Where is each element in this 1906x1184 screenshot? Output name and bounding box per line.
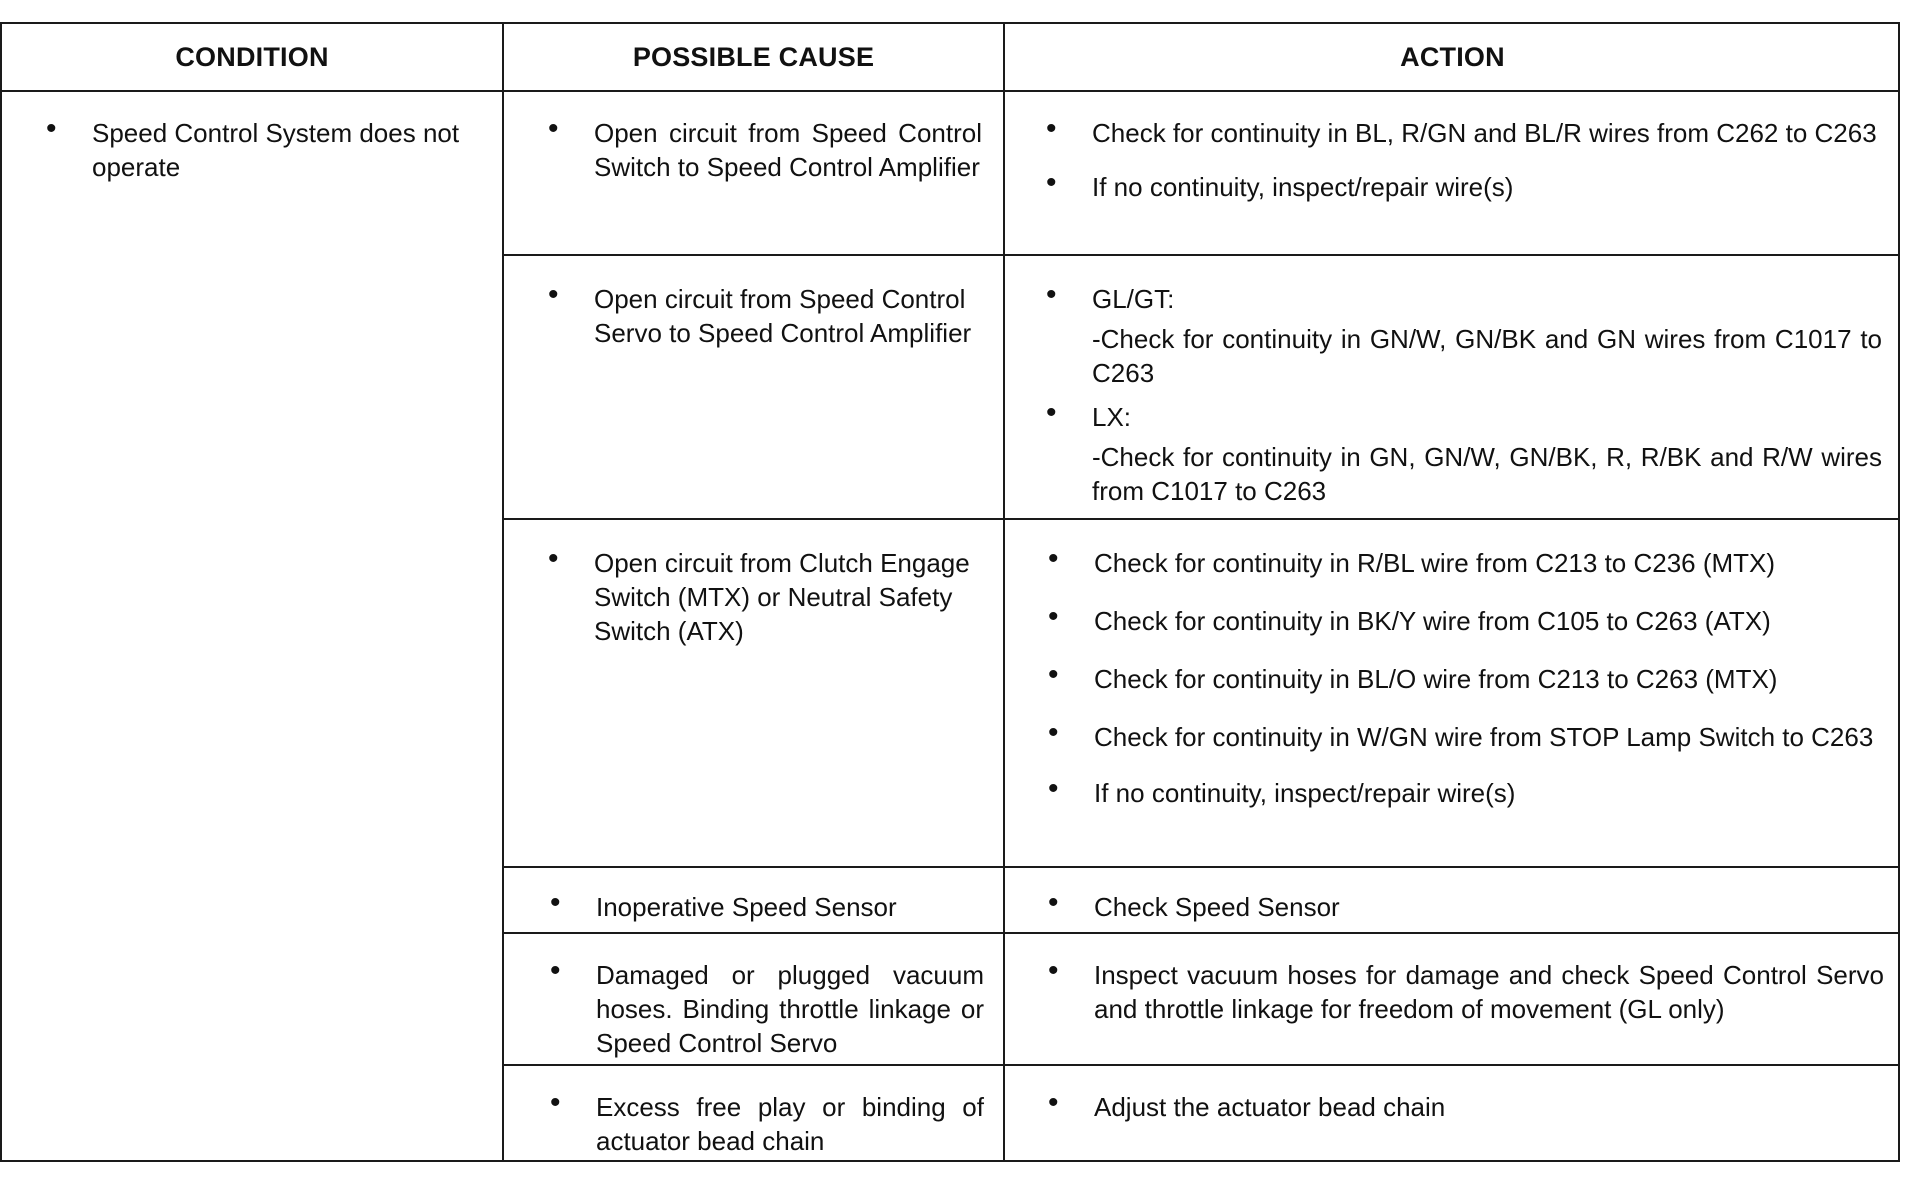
action-item: Check for continuity in R/BL wire from C…: [1042, 542, 1884, 580]
action-item-detail: -Check for continuity in GN, GN/W, GN/BK…: [1092, 442, 1882, 506]
cause-cell: Excess free play or binding of actuator …: [544, 1086, 984, 1158]
cause-cell: Inoperative Speed Sensor: [544, 886, 984, 924]
cause-text: Open circuit from Speed Control Servo to…: [542, 278, 982, 350]
action-item-detail: -Check for continuity in GN/W, GN/BK and…: [1092, 324, 1882, 388]
action-cell: Adjust the actuator bead chain: [1042, 1086, 1884, 1124]
action-item-label: GL/GT:: [1040, 278, 1882, 316]
cause-text: Excess free play or binding of actuator …: [544, 1086, 984, 1158]
column-divider: [1003, 24, 1005, 1160]
action-item: Inspect vacuum hoses for damage and chec…: [1042, 954, 1884, 1026]
action-item: Check for continuity in BK/Y wire from C…: [1042, 600, 1884, 638]
condition-cell: Speed Control System does not operate: [40, 112, 480, 184]
row-divider: [502, 866, 1898, 868]
action-item: Adjust the actuator bead chain: [1042, 1086, 1884, 1124]
action-item: Check for continuity in BL/O wire from C…: [1042, 658, 1884, 696]
cause-text: Inoperative Speed Sensor: [544, 886, 984, 924]
cause-text: Open circuit from Clutch Engage Switch (…: [542, 542, 982, 648]
action-cell: GL/GT: -Check for continuity in GN/W, GN…: [1040, 278, 1882, 508]
action-item-label: LX:: [1040, 396, 1882, 434]
header-action: ACTION: [1400, 41, 1505, 72]
row-divider: [502, 254, 1898, 256]
header-divider: [2, 90, 1898, 92]
cause-cell: Open circuit from Clutch Engage Switch (…: [542, 542, 982, 648]
action-cell: Check for continuity in BL, R/GN and BL/…: [1040, 112, 1882, 204]
cause-text: Damaged or plugged vacuum hoses. Binding…: [544, 954, 984, 1060]
action-item: Check Speed Sensor: [1042, 886, 1884, 924]
cause-cell: Damaged or plugged vacuum hoses. Binding…: [544, 954, 984, 1060]
action-item: If no continuity, inspect/repair wire(s): [1042, 772, 1884, 810]
action-cell: Inspect vacuum hoses for damage and chec…: [1042, 954, 1884, 1026]
cause-text: Open circuit from Speed Control Switch t…: [542, 112, 982, 184]
cause-cell: Open circuit from Speed Control Switch t…: [542, 112, 982, 184]
diagnosis-table: CONDITION POSSIBLE CAUSE ACTION Speed Co…: [0, 22, 1900, 1162]
action-item: Check for continuity in W/GN wire from S…: [1042, 716, 1884, 754]
cause-cell: Open circuit from Speed Control Servo to…: [542, 278, 982, 350]
action-item: If no continuity, inspect/repair wire(s): [1040, 166, 1882, 204]
header-condition: CONDITION: [175, 41, 329, 72]
row-divider: [502, 518, 1898, 520]
row-divider: [502, 932, 1898, 934]
column-divider: [502, 24, 504, 1160]
action-cell: Check Speed Sensor: [1042, 886, 1884, 924]
action-item: Check for continuity in BL, R/GN and BL/…: [1040, 112, 1882, 150]
condition-text: Speed Control System does not operate: [40, 112, 480, 184]
header-possible-cause: POSSIBLE CAUSE: [632, 41, 875, 72]
action-cell: Check for continuity in R/BL wire from C…: [1042, 542, 1884, 810]
row-divider: [502, 1064, 1898, 1066]
